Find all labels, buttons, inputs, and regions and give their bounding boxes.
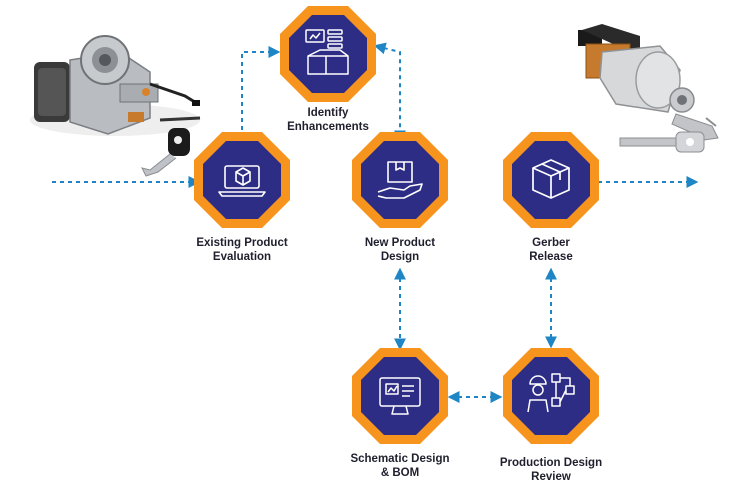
node-schematic (352, 348, 448, 444)
box-icon (532, 159, 570, 199)
identify-to-newdesign-arrow (373, 42, 406, 143)
node-identify (280, 6, 376, 102)
ignition-switch-assembly-image (30, 35, 201, 177)
node-gerber (503, 132, 599, 228)
step-label-schematic: Schematic Design& BOM (350, 453, 450, 479)
connectors (52, 42, 699, 403)
node-production (503, 348, 599, 444)
laptop-box-icon (218, 165, 266, 197)
node-newdesign (352, 132, 448, 228)
node-existing (194, 132, 290, 228)
monitor-schematic-icon (379, 377, 421, 415)
ignition-switch-keys-image (578, 24, 719, 153)
dashboard-box-icon (305, 29, 349, 75)
engineer-flow-icon (527, 373, 575, 413)
hand-box-icon (377, 161, 423, 199)
